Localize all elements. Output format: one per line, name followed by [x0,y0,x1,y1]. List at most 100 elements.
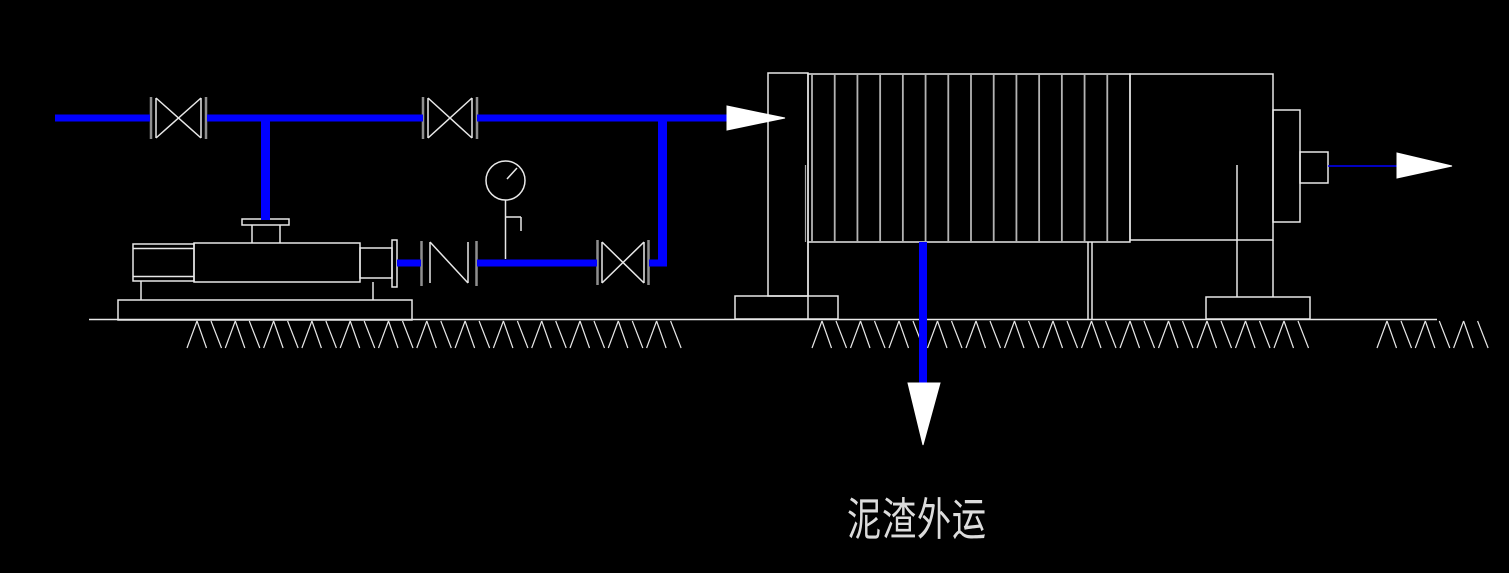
hatch-stroke [631,320,644,349]
hatch-stroke [426,320,437,349]
press-inlet-arrow [726,105,786,131]
hatch-stroke [1376,320,1388,349]
hatch-stroke [1297,320,1310,349]
hatch-stroke [811,320,823,349]
hatch-stroke [502,320,514,349]
hatch-stroke [210,320,223,349]
hatch-stroke [377,320,390,349]
press-end-plate [1129,73,1274,241]
hatch-stroke [1080,320,1093,349]
pump-discharge-flange [391,239,398,288]
pump-motor [132,243,195,282]
hatch-stroke [1438,320,1451,349]
hatch-stroke [1157,320,1170,349]
sludge-out-label: 泥渣外运 [847,493,987,546]
pump-suction-riser [261,115,270,220]
hatch-stroke [325,320,337,349]
hatch-stroke [1013,320,1025,349]
hatch-stroke [1129,320,1141,349]
hatch-stroke [646,320,658,349]
hatch-stroke [531,320,543,349]
hatch-stroke [888,320,900,349]
hatch-stroke [898,320,910,349]
hatch-stroke [936,320,948,349]
hatch-stroke [873,320,886,349]
valve1-bowtie-diag-b [155,97,202,139]
hatch-stroke [349,320,361,349]
hatch-stroke [579,320,591,349]
hatch-stroke [301,320,313,349]
hatch-stroke [1066,320,1079,349]
valve3-bowtie-diag-b [601,241,645,284]
pump-discharge-spool [359,247,393,279]
hatch-stroke [617,320,629,349]
hatch-stroke [656,320,667,349]
hatch-stroke [248,320,261,349]
hatch-stroke [1042,320,1054,349]
press-plate-pack [807,73,1131,243]
hatch-stroke [1234,320,1247,349]
hatch-stroke [965,320,977,349]
hatch-stroke [401,320,414,349]
hatch-stroke [416,320,428,349]
hatch-stroke [569,320,581,349]
press-outlet-nozzle [1299,151,1329,184]
hatch-stroke [492,320,504,349]
hatch-stroke [1196,320,1208,349]
hatch-stroke [339,320,351,349]
hatch-stroke [607,320,619,349]
hatch-stroke [1220,320,1233,349]
hatch-stroke [555,320,567,349]
hatch-stroke [926,320,939,349]
hatch-stroke [1167,320,1179,349]
pressure-gauge-dial [485,160,526,201]
pump-base [117,299,413,321]
hatch-stroke [1283,320,1295,349]
hatch-stroke [1477,320,1489,349]
valve2-bowtie-diag-b [427,97,473,139]
feed-pipe-seg-3 [477,114,727,122]
feed-pipe-seg-2 [207,114,423,122]
hatch-stroke [1090,320,1102,349]
hatch-stroke [541,320,552,349]
hatch-stroke [440,320,452,349]
press-right-flange [1272,109,1301,223]
press-fixed-head-column [767,72,809,297]
sludge-down-arrow [907,382,941,446]
hatch-stroke [1258,320,1271,349]
hatch-stroke [1463,320,1474,349]
hatch-stroke [1414,320,1426,349]
hatch-stroke [1104,320,1117,349]
hatch-stroke [1424,320,1436,349]
hatch-stroke [835,320,848,349]
hatch-stroke [234,320,246,349]
discharge-riser [658,115,667,267]
sludge-drop-pipe [919,242,927,384]
feed-pipe-seg-1 [55,114,150,122]
hatch-stroke [1003,320,1016,349]
hatch-stroke [454,320,466,349]
check-valve-diag [429,241,469,284]
press-right-foot [1205,296,1311,320]
hatch-stroke [1052,320,1064,349]
hatch-stroke [821,320,833,349]
hatch-stroke [387,320,399,349]
hatch-stroke [186,320,198,349]
hatch-stroke [1143,320,1156,349]
hatch-stroke [849,320,862,349]
hatch-stroke [1273,320,1285,349]
filtrate-outlet-arrow [1396,152,1453,179]
hatch-stroke [478,320,491,349]
hatch-stroke [1386,320,1398,349]
hatch-stroke [1400,320,1413,349]
hatch-stroke [989,320,1002,349]
hatch-stroke [464,320,476,349]
press-left-foot [734,295,839,320]
gauge-needle [506,167,518,180]
hatch-stroke [516,320,529,349]
hatch-stroke [311,320,322,349]
hatch-stroke [1206,320,1218,349]
hatch-stroke [859,320,871,349]
